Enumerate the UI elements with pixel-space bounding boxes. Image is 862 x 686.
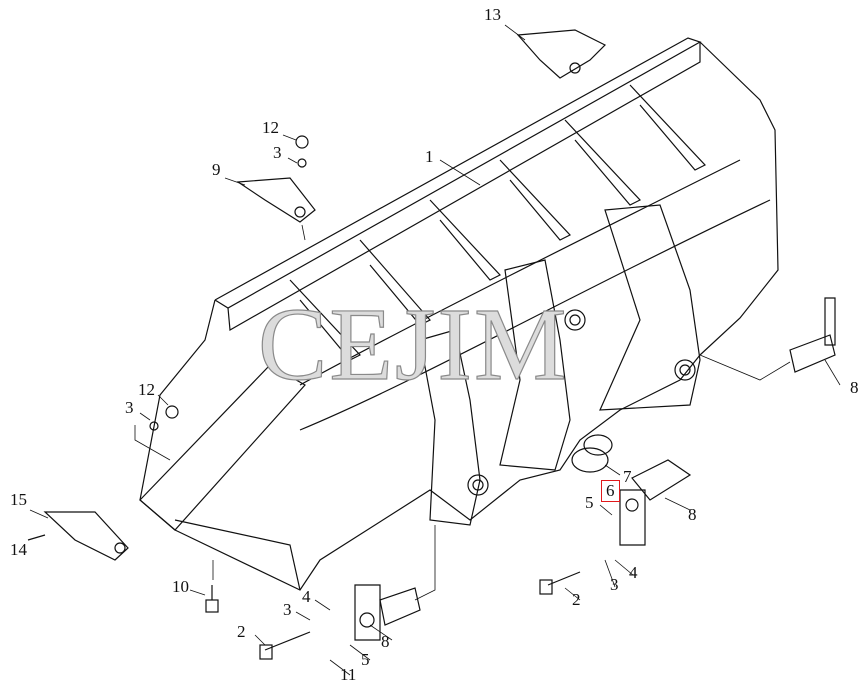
callout-5: 5 (585, 493, 594, 512)
tooth-9 (236, 177, 316, 223)
callout-13: 13 (484, 5, 501, 24)
callout-2: 2 (237, 622, 246, 641)
callout-12: 12 (138, 380, 155, 399)
callout-3: 3 (610, 575, 619, 594)
leader-lines (29, 24, 841, 676)
callout-4: 4 (302, 587, 311, 606)
callout-14: 14 (10, 540, 27, 559)
nut-12-top (295, 135, 309, 168)
callout-3: 3 (273, 143, 282, 162)
callout-10: 10 (172, 577, 189, 596)
callout-3: 3 (125, 398, 134, 417)
nut-12-left (149, 405, 179, 431)
callout-12: 12 (262, 118, 279, 137)
pin-8-mid (619, 459, 692, 546)
callout-6-highlighted: 6 (601, 480, 620, 502)
washers-6-7 (571, 434, 613, 473)
callout-8: 8 (381, 632, 390, 651)
callout-7: 7 (623, 467, 632, 486)
callout-3: 3 (283, 600, 292, 619)
callout-11: 11 (340, 665, 357, 684)
callout-2: 2 (572, 590, 581, 609)
bucket-body (139, 37, 779, 591)
callout-5: 5 (361, 650, 370, 669)
callout-9: 9 (212, 160, 221, 179)
callout-15: 15 (10, 490, 27, 509)
tooth-15 (43, 511, 129, 561)
watermark: CEJIM (257, 287, 569, 402)
pin-8-bottom (354, 584, 421, 641)
callout-8: 8 (688, 505, 697, 524)
bolts-2 (27, 534, 581, 660)
callout-4: 4 (629, 563, 638, 582)
pin-8-right (789, 297, 836, 373)
callout-8: 8 (850, 378, 859, 397)
callout-1: 1 (425, 147, 434, 166)
tooth-13 (516, 29, 607, 79)
